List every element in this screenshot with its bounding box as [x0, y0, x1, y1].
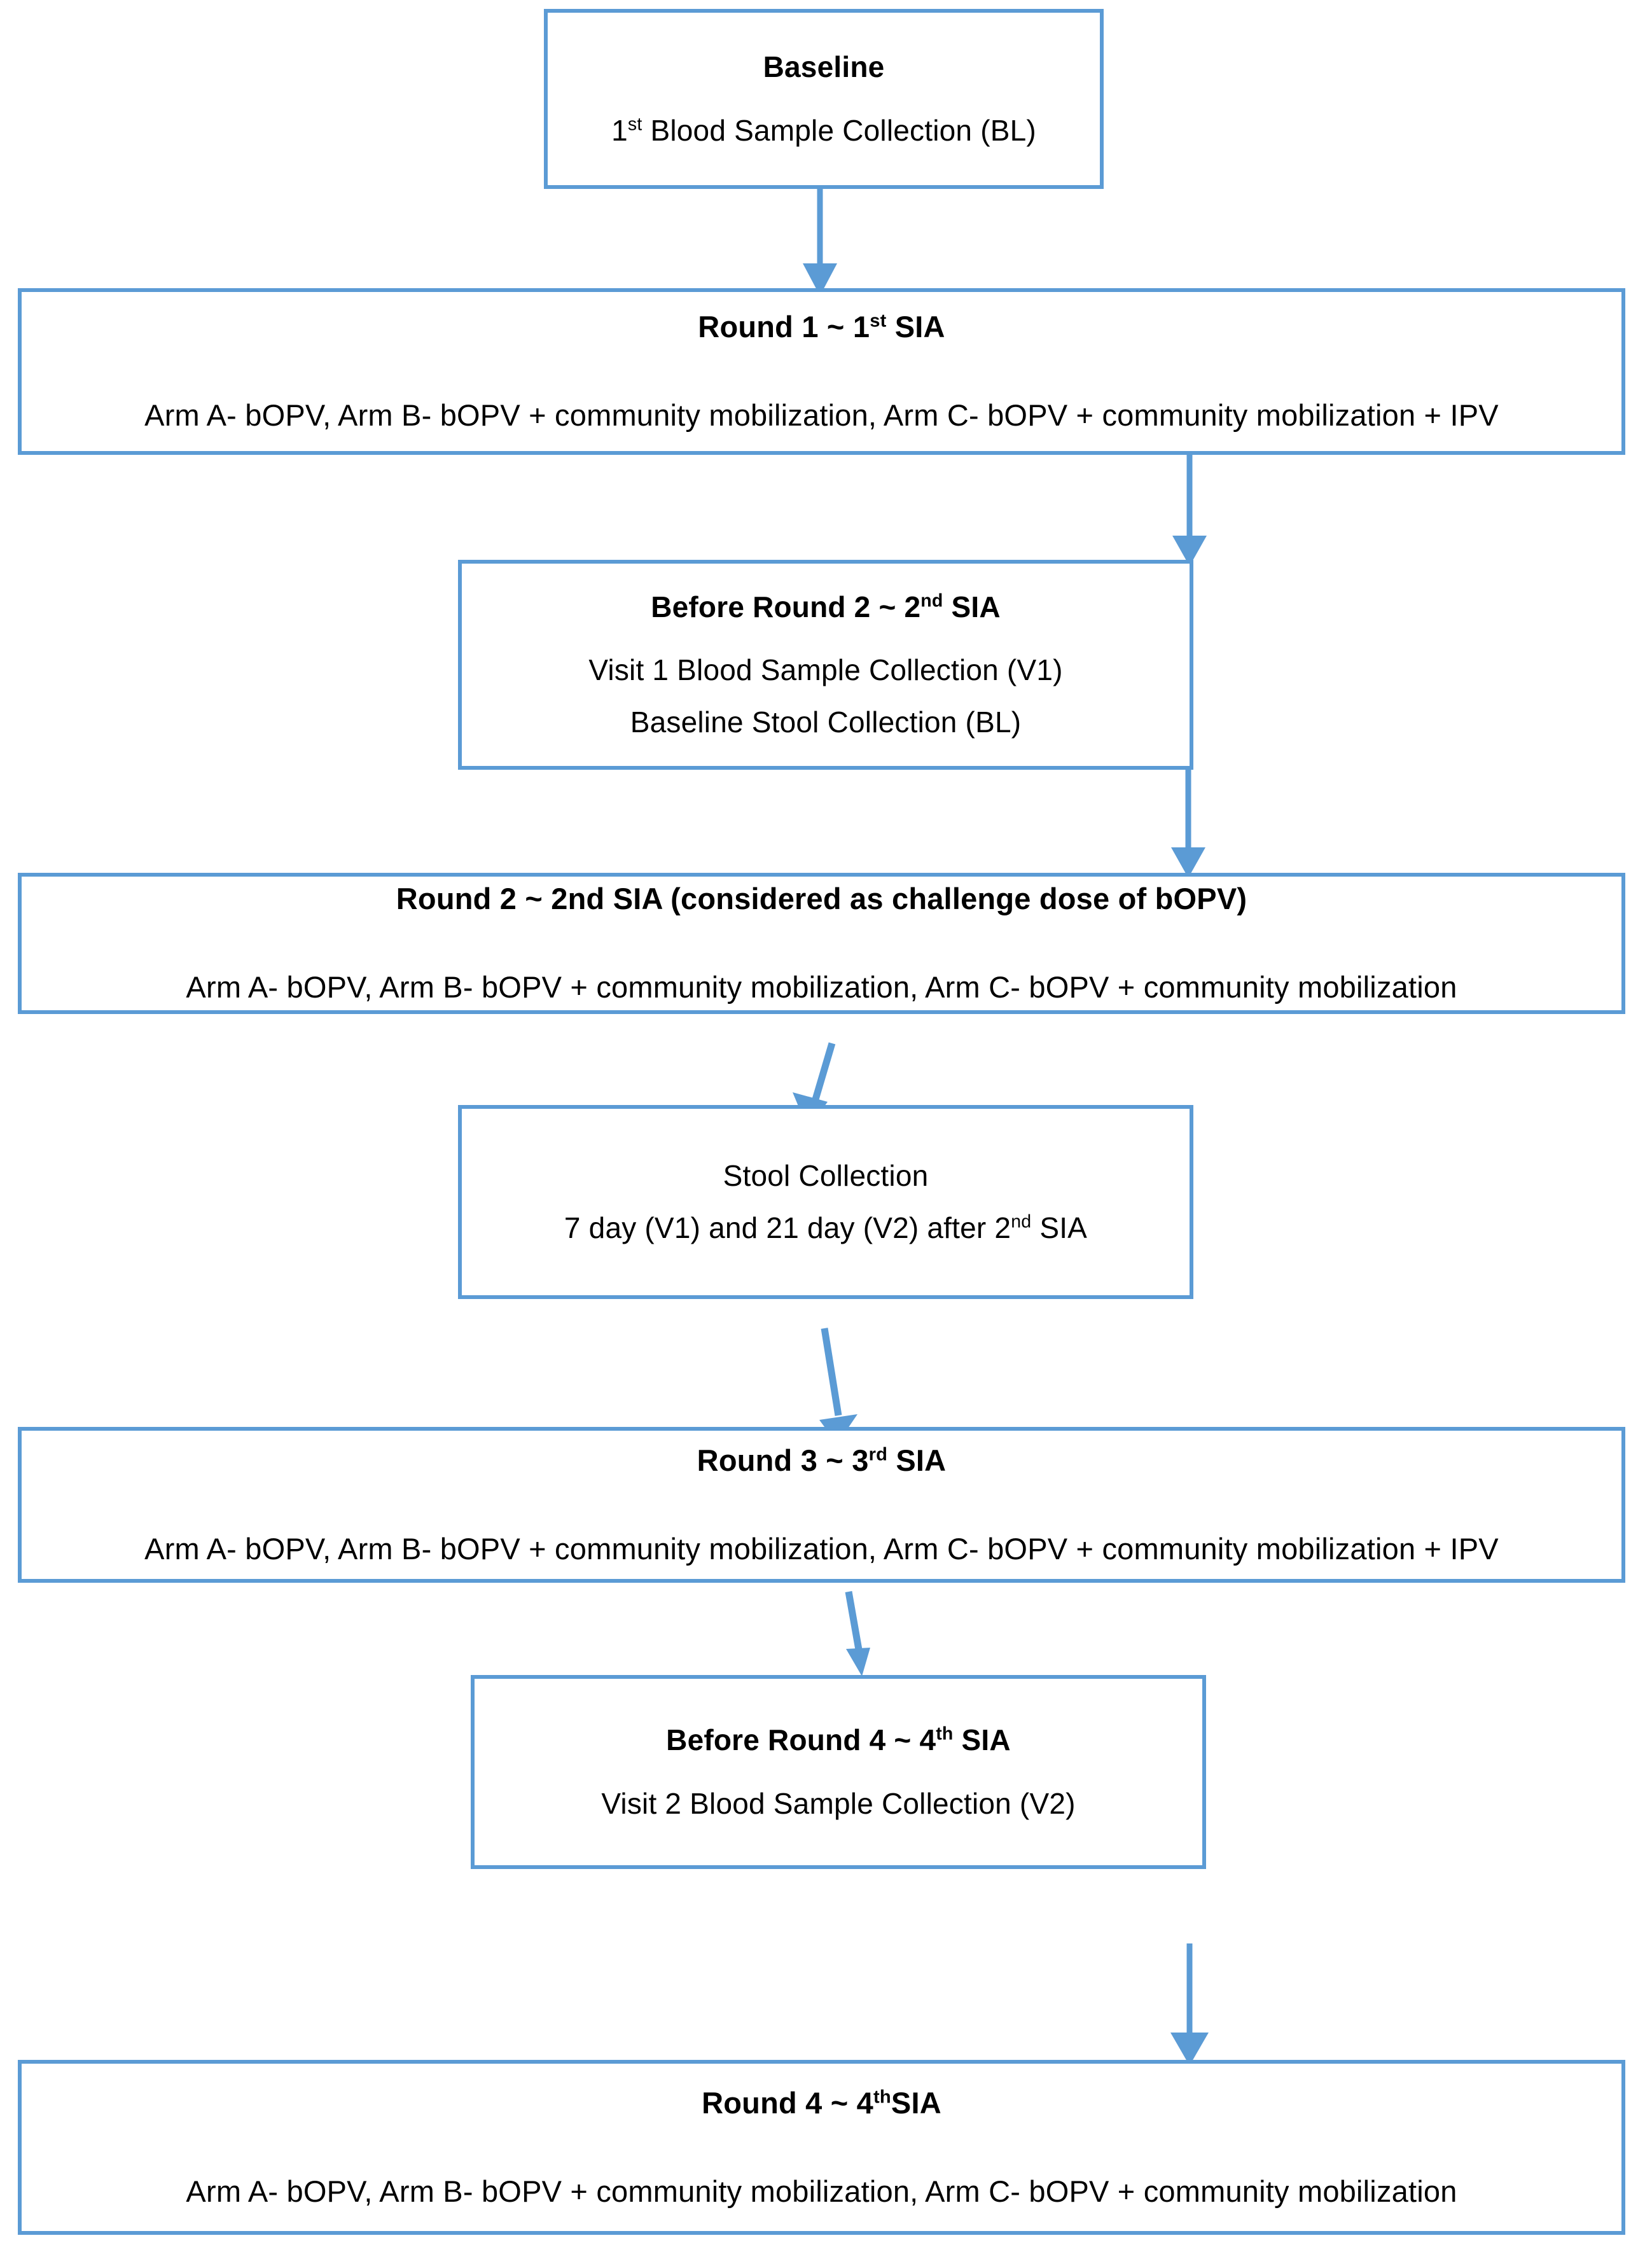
- round-2-title: Round 2 ~ 2nd SIA (considered as challen…: [396, 882, 1247, 916]
- round-3-box[interactable]: Round 3 ~ 3rd SIA Arm A- bOPV, Arm B- bO…: [18, 1427, 1625, 1583]
- round-4-arms: Arm A- bOPV, Arm B- bOPV + community mob…: [186, 2174, 1457, 2208]
- before-round-2-line-1: Visit 1 Blood Sample Collection (V1): [588, 653, 1063, 687]
- before-round-2-line-2: Baseline Stool Collection (BL): [630, 705, 1022, 739]
- ordinal-suffix: th: [936, 1723, 954, 1744]
- stool-collection-heading: Stool Collection: [723, 1159, 929, 1193]
- before-round-2-box[interactable]: Before Round 2 ~ 2nd SIA Visit 1 Blood S…: [458, 560, 1193, 770]
- before-round-4-box[interactable]: Before Round 4 ~ 4th SIA Visit 2 Blood S…: [471, 1675, 1206, 1869]
- stool-collection-line-1: 7 day (V1) and 21 day (V2) after 2nd SIA: [564, 1211, 1088, 1244]
- ordinal-suffix: st: [627, 114, 642, 135]
- round-1-title: Round 1 ~ 1st SIA: [698, 310, 945, 344]
- round-4-box[interactable]: Round 4 ~ 4thSIA Arm A- bOPV, Arm B- bOP…: [18, 2060, 1625, 2235]
- baseline-box[interactable]: Baseline 1st Blood Sample Collection (BL…: [544, 9, 1104, 189]
- baseline-line-1: 1st Blood Sample Collection (BL): [611, 113, 1036, 147]
- arrow-baseline-to-round1: [789, 179, 859, 297]
- round-2-box[interactable]: Round 2 ~ 2nd SIA (considered as challen…: [18, 873, 1625, 1014]
- ordinal-suffix: rd: [868, 1444, 888, 1464]
- ordinal-suffix: st: [870, 310, 887, 331]
- ordinal-suffix: nd: [1011, 1211, 1032, 1232]
- round-2-arms: Arm A- bOPV, Arm B- bOPV + community mob…: [186, 970, 1457, 1004]
- ordinal-suffix: nd: [920, 590, 943, 611]
- round-1-arms: Arm A- bOPV, Arm B- bOPV + community mob…: [144, 398, 1499, 432]
- round-3-arms: Arm A- bOPV, Arm B- bOPV + community mob…: [144, 1531, 1499, 1566]
- baseline-title: Baseline: [763, 50, 885, 84]
- stool-collection-box[interactable]: Stool Collection 7 day (V1) and 21 day (…: [458, 1105, 1193, 1299]
- arrow-round1-to-before-round2: [1158, 452, 1228, 569]
- round-1-box[interactable]: Round 1 ~ 1st SIA Arm A- bOPV, Arm B- bO…: [18, 288, 1625, 455]
- arrow-before-round4-to-round4: [1158, 1943, 1228, 2071]
- round-3-title: Round 3 ~ 3rd SIA: [697, 1443, 947, 1477]
- ordinal-suffix: th: [873, 2087, 891, 2107]
- before-round-4-title: Before Round 4 ~ 4th SIA: [666, 1723, 1011, 1757]
- before-round-2-title: Before Round 2 ~ 2nd SIA: [651, 590, 1001, 624]
- round-4-title: Round 4 ~ 4thSIA: [702, 2085, 941, 2120]
- before-round-4-line-1: Visit 2 Blood Sample Collection (V2): [601, 1786, 1076, 1820]
- arrow-before-round2-to-round2: [1156, 767, 1226, 881]
